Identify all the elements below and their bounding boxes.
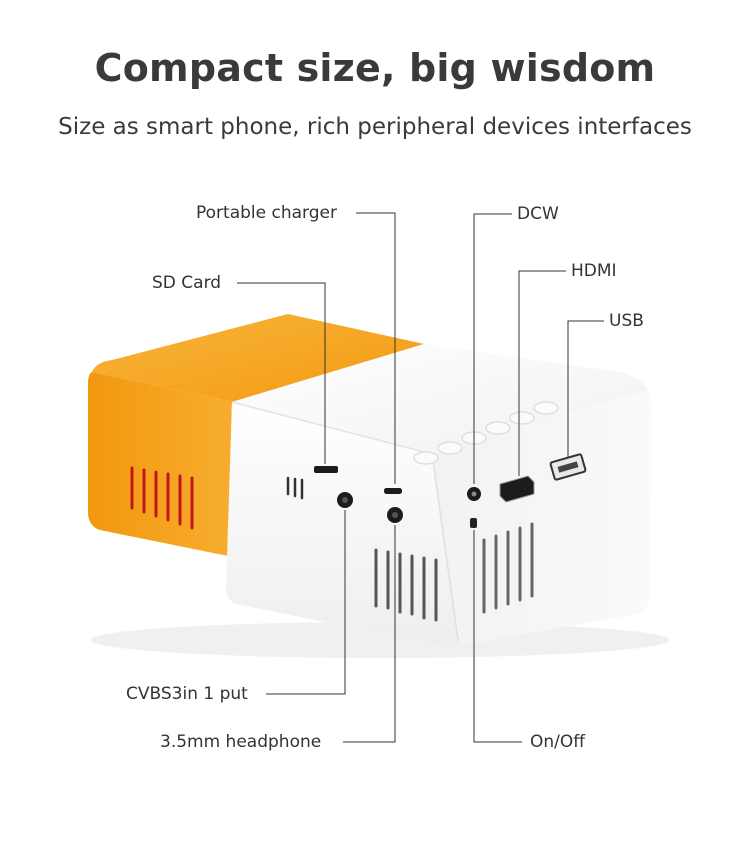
power-switch (470, 518, 477, 528)
leader-headphone (343, 525, 396, 743)
front-panel-orange (88, 372, 232, 556)
hdmi-port (499, 475, 535, 503)
side-panel-white (432, 390, 652, 645)
control-button (437, 441, 463, 455)
label-headphone: 3.5mm headphone (160, 732, 322, 752)
leader-lines (237, 212, 604, 743)
leader-sd-card (237, 282, 326, 464)
edge-line (231, 401, 433, 455)
leader-portable-charger (356, 212, 396, 484)
sd-card-slot (314, 466, 338, 473)
front-lower-vent (374, 548, 438, 622)
top-panel-white (232, 344, 648, 454)
control-button (509, 411, 535, 425)
edge-line (431, 453, 459, 641)
headline: Compact size, big wisdom (94, 46, 656, 90)
control-button (533, 401, 559, 415)
dc-power-port-core (471, 491, 477, 497)
leader-dcw (473, 213, 512, 484)
orange-vent-grille (130, 466, 194, 530)
leader-usb (567, 320, 604, 458)
control-button (485, 421, 511, 435)
cvbs-port-core (342, 497, 348, 503)
front-small-vent (286, 476, 304, 500)
label-portable-charger: Portable charger (196, 203, 337, 223)
leader-hdmi (518, 270, 566, 476)
label-usb: USB (609, 311, 644, 331)
leader-cvbs (266, 510, 346, 695)
control-button (413, 451, 439, 465)
label-sd-card: SD Card (152, 273, 222, 293)
headphone-port-core (392, 512, 398, 518)
label-hdmi: HDMI (571, 261, 617, 281)
top-panel-orange (92, 314, 424, 402)
control-buttons (413, 401, 559, 465)
micro-usb-charger-port (384, 488, 402, 494)
subheadline: Size as smart phone, rich peripheral dev… (58, 114, 692, 140)
usb-port-tongue (557, 461, 579, 473)
label-cvbs: CVBS3in 1 put (126, 684, 248, 704)
label-on-off: On/Off (530, 732, 585, 752)
side-vent-grille (482, 522, 534, 614)
label-dcw: DCW (517, 204, 559, 224)
leader-on-off (473, 530, 522, 743)
